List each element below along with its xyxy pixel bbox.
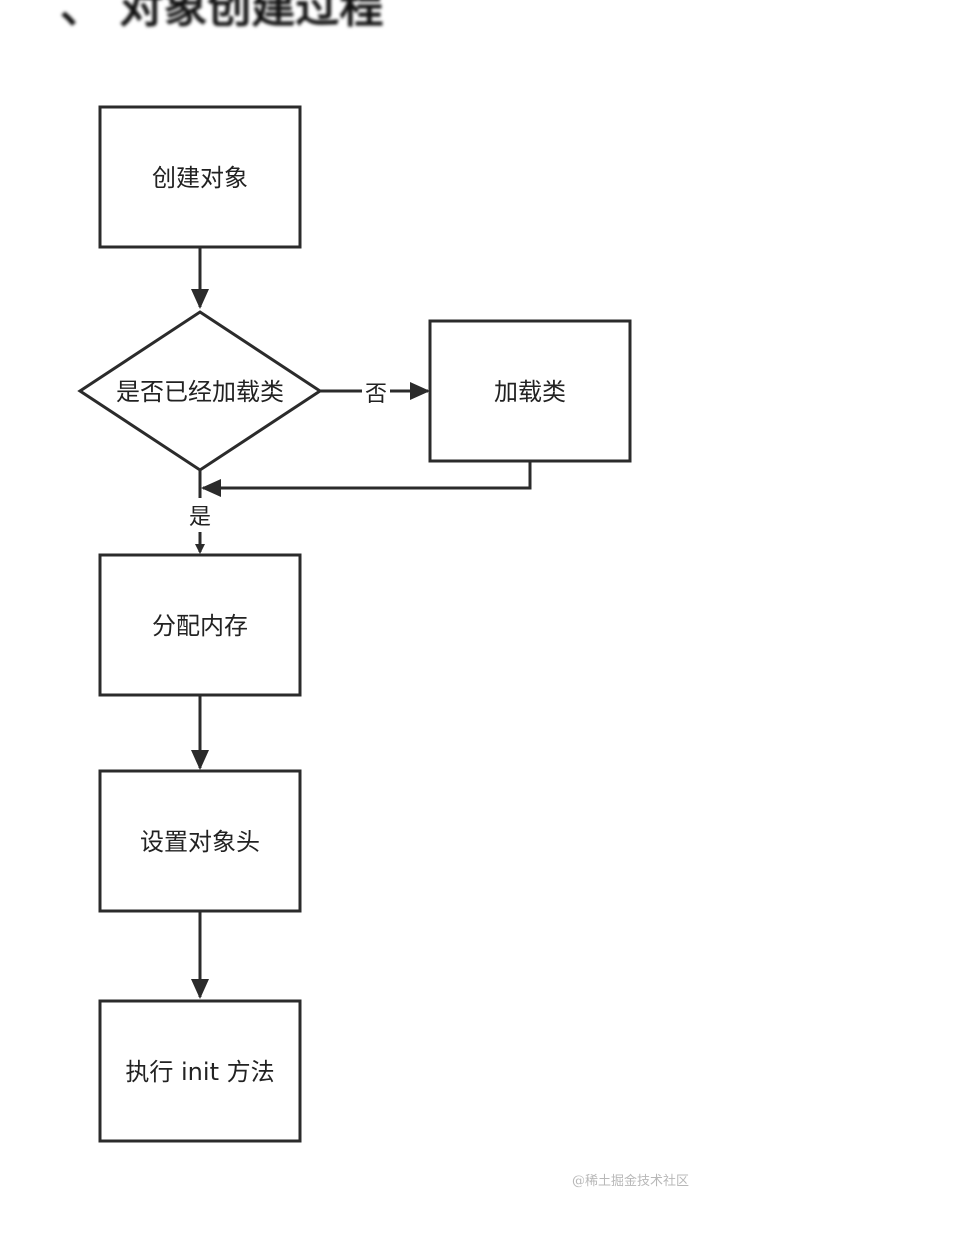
node-create-object-label: 创建对象 — [152, 164, 248, 192]
node-set-object-header-label: 设置对象头 — [140, 828, 260, 856]
node-class-loaded-check-label: 是否已经加载类 — [116, 378, 284, 406]
node-set-object-header: 设置对象头 — [98, 769, 302, 913]
node-run-init-label: 执行 init 方法 — [125, 1058, 274, 1086]
node-load-class-label: 加载类 — [494, 378, 566, 406]
watermark: @稀土掘金技术社区 — [572, 1174, 690, 1189]
edge-yes-label: 是 — [189, 505, 211, 530]
node-allocate-memory: 分配内存 — [98, 553, 302, 697]
edge-no-label: 否 — [365, 382, 387, 407]
node-allocate-memory-label: 分配内存 — [152, 612, 248, 640]
node-class-loaded-check: 是否已经加载类 — [77, 310, 323, 472]
edge-load-return — [201, 461, 532, 497]
header-title: 、 对象创建过程 — [60, 0, 384, 33]
node-create-object: 创建对象 — [98, 105, 302, 249]
node-load-class: 加载类 — [428, 319, 632, 463]
node-run-init: 执行 init 方法 — [98, 999, 302, 1143]
